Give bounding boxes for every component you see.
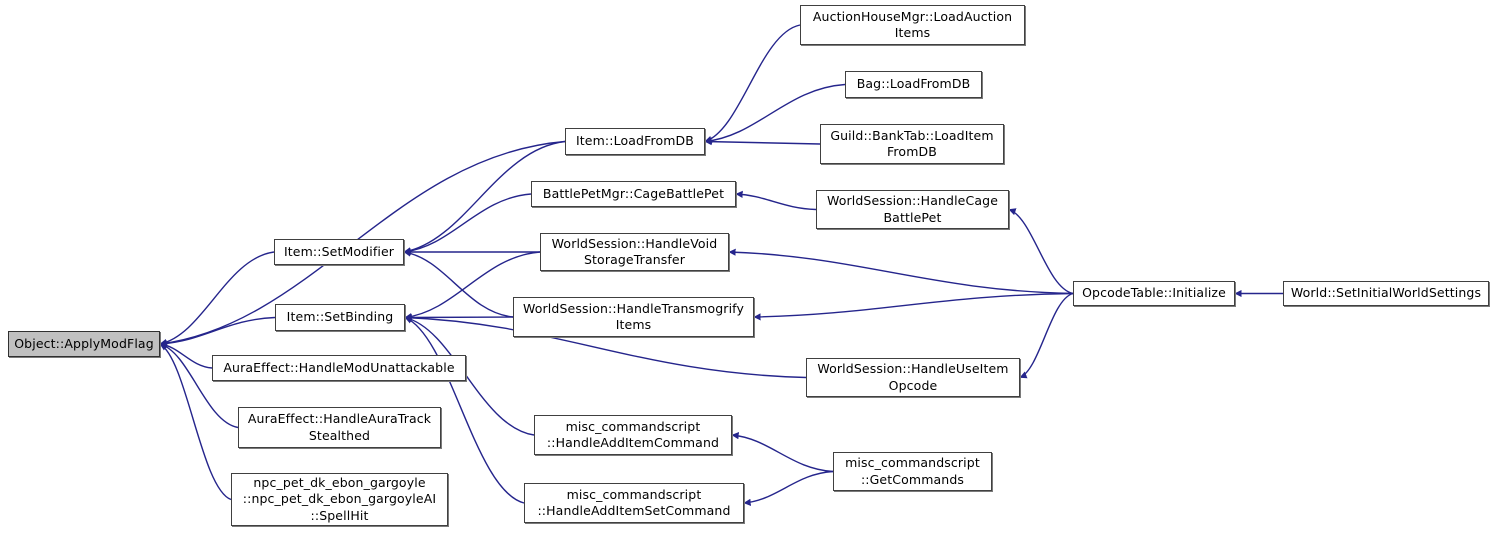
graph-node-opcodetable_init[interactable]: OpcodeTable::Initialize: [1073, 281, 1235, 306]
graph-node-label: WorldSession::HandleTransmogrify Items: [523, 300, 744, 333]
graph-edge: [159, 251, 275, 347]
graph-edge: [1008, 208, 1074, 295]
graph-edge: [404, 315, 535, 436]
graph-node-world_setinitial[interactable]: World::SetInitialWorldSettings: [1283, 281, 1489, 306]
graph-node-label: WorldSession::HandleUseItem Opcode: [817, 361, 1009, 393]
graph-node-misc_additemset[interactable]: misc_commandscript ::HandleAddItemSetCom…: [524, 483, 744, 523]
graph-edge: [404, 314, 807, 379]
graph-node-aura_unattackable[interactable]: AuraEffect::HandleModUnattackable: [212, 355, 466, 381]
graph-node-guild_banktab[interactable]: Guild::BankTab::LoadItem FromDB: [820, 124, 1004, 164]
graph-edge: [1019, 292, 1074, 379]
graph-node-item_loadfromdb[interactable]: Item::LoadFromDB: [565, 128, 705, 155]
graph-node-label: OpcodeTable::Initialize: [1082, 285, 1226, 301]
graph-node-label: Item::SetBinding: [286, 309, 394, 325]
graph-edge: [728, 248, 1074, 295]
graph-node-battlepetmgr_cage[interactable]: BattlePetMgr::CageBattlePet: [531, 181, 736, 207]
graph-node-label: Object::ApplyModFlag: [14, 335, 154, 351]
graph-edge: [704, 138, 821, 146]
graph-node-auctionhouse_load[interactable]: AuctionHouseMgr::LoadAuction Items: [800, 5, 1025, 45]
graph-node-ws_transmogrify[interactable]: WorldSession::HandleTransmogrify Items: [513, 297, 754, 337]
graph-edge: [404, 313, 514, 322]
graph-node-bag_loadfromdb[interactable]: Bag::LoadFromDB: [845, 71, 982, 98]
graph-edge: [704, 83, 846, 145]
graph-edge: [753, 292, 1074, 321]
graph-node-label: Guild::BankTab::LoadItem FromDB: [830, 127, 994, 160]
graph-node-label: World::SetInitialWorldSettings: [1290, 285, 1482, 301]
graph-node-label: WorldSession::HandleVoid StorageTransfer: [551, 235, 718, 268]
graph-node-misc_additem[interactable]: misc_commandscript ::HandleAddItemComman…: [534, 415, 732, 455]
graph-node-label: misc_commandscript ::HandleAddItemSetCom…: [537, 486, 731, 519]
graph-node-label: AuraEffect::HandleAuraTrack Stealthed: [247, 411, 432, 443]
graph-node-ws_voidstorage[interactable]: WorldSession::HandleVoid StorageTransfer: [540, 233, 729, 271]
graph-node-label: Bag::LoadFromDB: [856, 76, 971, 92]
graph-node-label: AuctionHouseMgr::LoadAuction Items: [812, 8, 1013, 41]
graph-node-apply_mod_flag[interactable]: Object::ApplyModFlag: [8, 331, 160, 357]
graph-edge: [404, 251, 541, 321]
graph-node-item_setmodifier[interactable]: Item::SetModifier: [274, 239, 404, 265]
graph-node-label: misc_commandscript ::GetCommands: [845, 455, 980, 487]
graph-node-label: WorldSession::HandleCage BattlePet: [826, 193, 999, 225]
graph-node-label: AuraEffect::HandleModUnattackable: [223, 359, 455, 375]
graph-node-ws_cagebattlepet[interactable]: WorldSession::HandleCage BattlePet: [816, 190, 1009, 229]
graph-edge: [403, 140, 566, 255]
graph-edge: [403, 193, 532, 255]
graph-edge: [731, 432, 834, 473]
graph-edge: [743, 470, 834, 506]
graph-edge: [159, 316, 276, 348]
graph-node-label: Item::SetModifier: [283, 243, 395, 259]
graph-node-ws_useitem[interactable]: WorldSession::HandleUseItem Opcode: [806, 358, 1020, 397]
graph-node-label: npc_pet_dk_ebon_gargoyle ::npc_pet_dk_eb…: [242, 474, 437, 523]
graph-edge: [159, 342, 239, 429]
graph-edge: [704, 24, 801, 143]
graph-edge: [159, 343, 232, 501]
graph-node-aura_trackstealth[interactable]: AuraEffect::HandleAuraTrack Stealthed: [238, 407, 441, 448]
graph-edge: [735, 190, 817, 211]
graph-node-label: BattlePetMgr::CageBattlePet: [542, 185, 725, 201]
graph-node-label: misc_commandscript ::HandleAddItemComman…: [546, 418, 720, 451]
graph-node-misc_getcommands[interactable]: misc_commandscript ::GetCommands: [833, 452, 992, 491]
graph-node-item_setbinding[interactable]: Item::SetBinding: [275, 304, 405, 331]
graph-node-npc_gargoyle[interactable]: npc_pet_dk_ebon_gargoyle ::npc_pet_dk_eb…: [231, 473, 448, 526]
graph-edge: [403, 249, 514, 318]
graph-edge: [404, 316, 525, 504]
graph-node-label: Item::LoadFromDB: [575, 133, 695, 149]
